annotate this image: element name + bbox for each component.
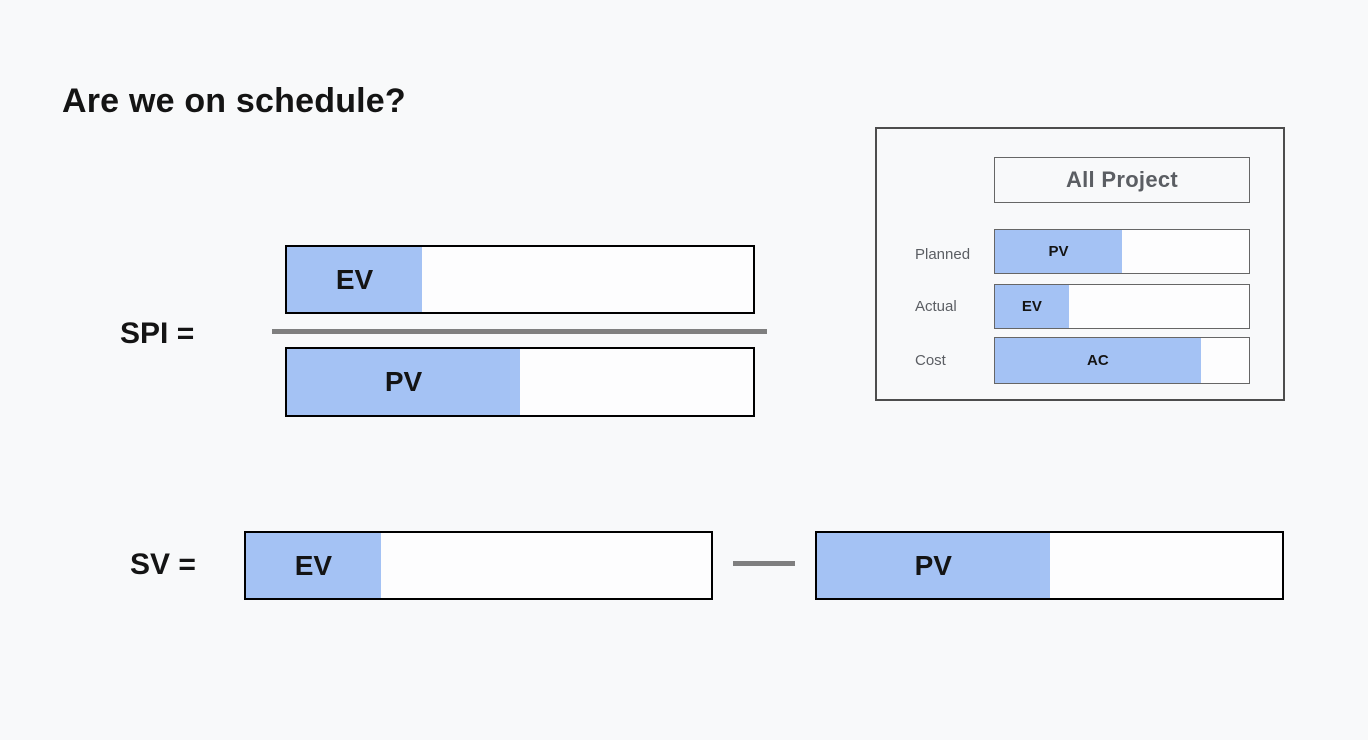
- sv-minuend-ev-fill: EV: [246, 533, 381, 598]
- legend-panel: All Project Planned PV Actual EV Cost AC: [875, 127, 1285, 401]
- spi-denominator-pv-label: PV: [384, 366, 423, 397]
- legend-cost-ac-label: AC: [1087, 352, 1109, 369]
- spi-denominator-pv-bar: PV: [285, 347, 755, 417]
- legend-actual-ev-label: EV: [1021, 298, 1042, 315]
- sv-subtrahend-pv-fill: PV: [817, 533, 1050, 598]
- legend-actual-ev-bar: EV: [994, 284, 1250, 329]
- legend-header-label: All Project: [1065, 167, 1179, 192]
- spi-numerator-ev-bar: EV: [285, 245, 755, 314]
- fraction-bar: [272, 329, 767, 334]
- legend-planned-pv-bar: PV: [994, 229, 1250, 274]
- minus-operator-icon: [733, 561, 795, 566]
- spi-formula-label: SPI =: [120, 317, 195, 350]
- legend-cost-ac-fill: AC: [995, 338, 1201, 383]
- spi-numerator-ev-fill: EV: [287, 247, 423, 312]
- legend-planned-pv-label: PV: [1048, 243, 1069, 260]
- legend-actual-ev-fill: EV: [995, 285, 1069, 328]
- sv-minuend-ev-bar: EV: [244, 531, 713, 600]
- spi-numerator-ev-label: EV: [335, 263, 374, 295]
- sv-subtrahend-pv-bar: PV: [815, 531, 1284, 600]
- legend-header-box: All Project: [994, 157, 1250, 203]
- sv-subtrahend-pv-label: PV: [914, 549, 952, 581]
- legend-planned-pv-fill: PV: [995, 230, 1122, 273]
- sv-formula-label: SV =: [130, 548, 196, 581]
- legend-row-label-cost: Cost: [915, 352, 946, 369]
- legend-cost-ac-bar: AC: [994, 337, 1250, 384]
- spi-denominator-pv-fill: PV: [287, 349, 520, 415]
- legend-row-label-actual: Actual: [915, 298, 957, 315]
- page-title: Are we on schedule?: [62, 82, 406, 120]
- legend-row-label-planned: Planned: [915, 246, 971, 263]
- sv-minuend-ev-label: EV: [294, 549, 333, 581]
